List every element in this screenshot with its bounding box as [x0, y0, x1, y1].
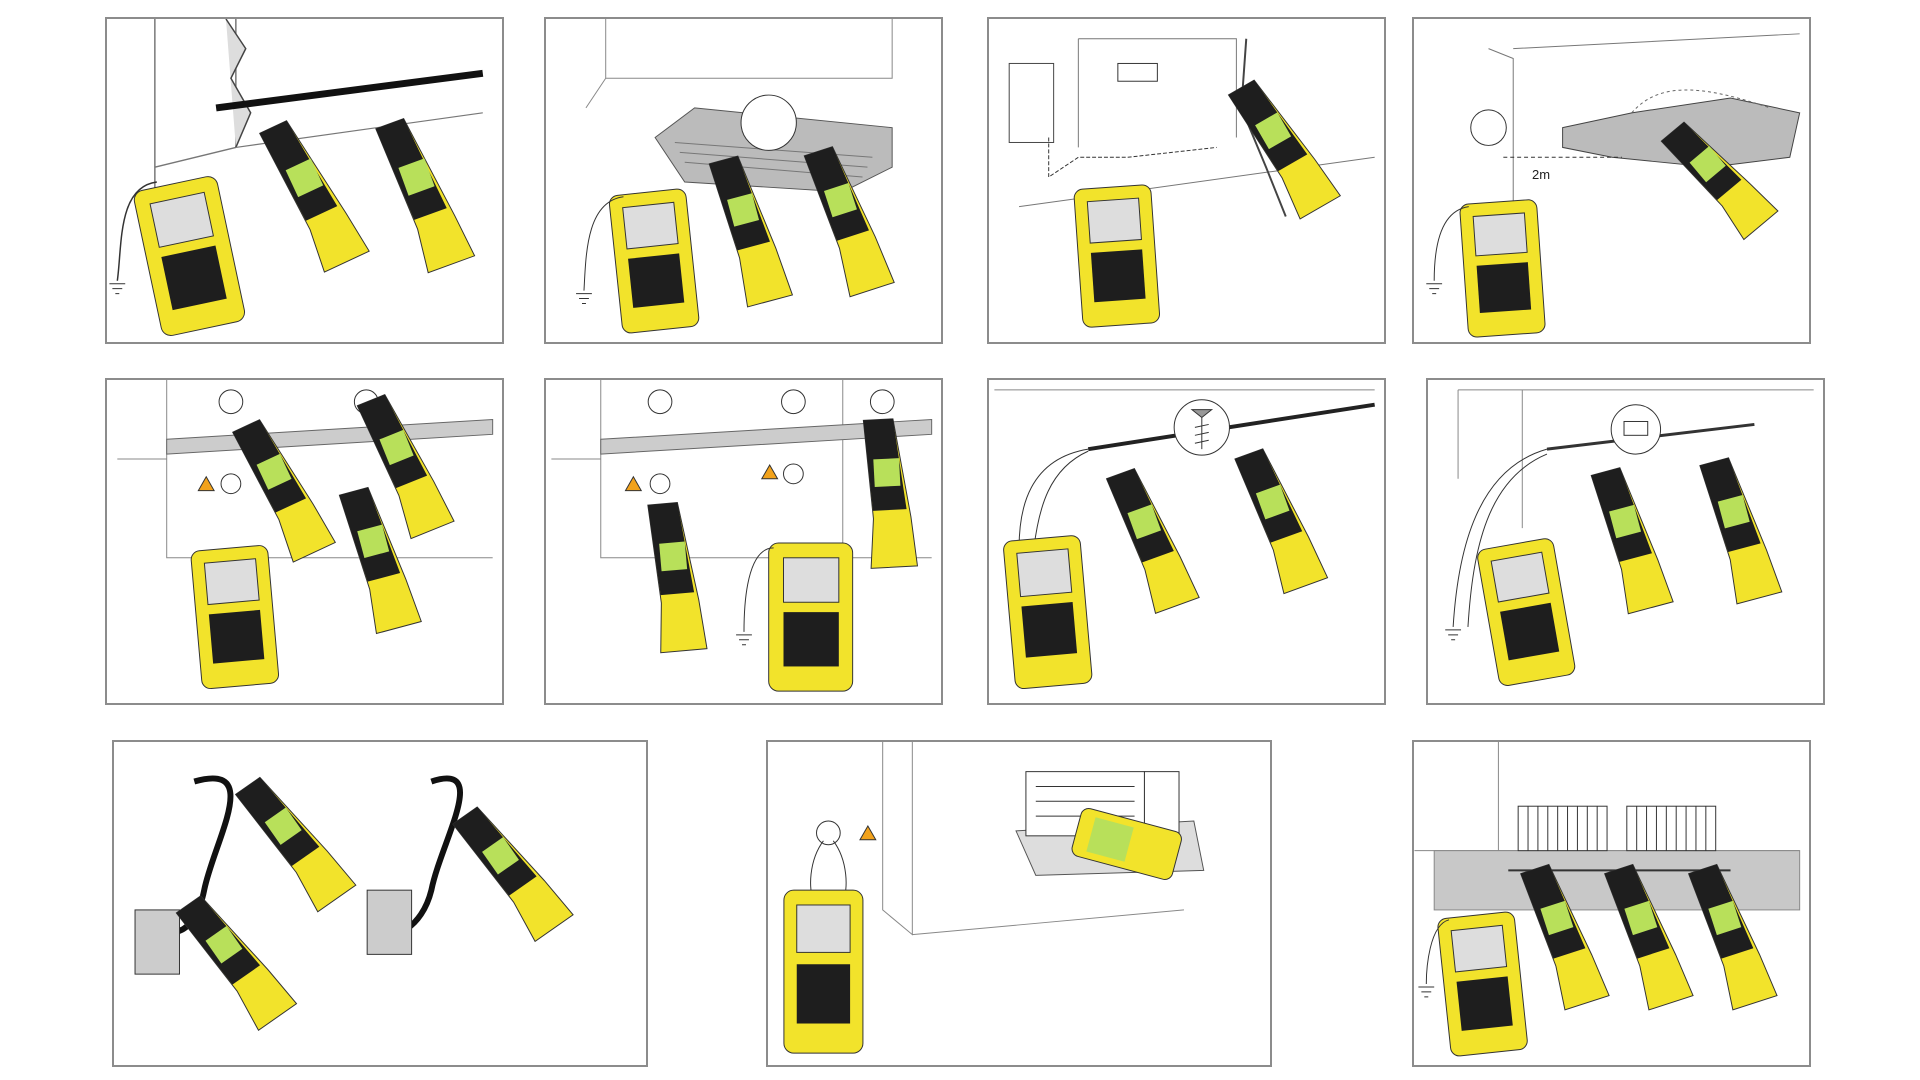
receiver-device — [375, 118, 476, 274]
receiver-device — [234, 776, 357, 913]
ground-symbol-icon — [109, 283, 126, 295]
panel-floor-heating — [544, 17, 943, 344]
power-socket-icon — [366, 889, 413, 955]
receiver-device — [862, 418, 919, 569]
panel-socket-circuit-b — [544, 378, 943, 705]
ground-symbol-icon — [576, 293, 592, 304]
transmitter-device — [1477, 538, 1576, 686]
power-socket-icon — [218, 389, 244, 415]
transmitter-device — [1437, 911, 1528, 1057]
receiver-device — [232, 419, 337, 563]
radiator-icon — [1517, 805, 1608, 852]
panel-wall-wire — [105, 17, 504, 344]
panel-cable-break — [112, 740, 648, 1067]
warning-triangle-icon — [859, 824, 877, 841]
clamp-icon — [1623, 420, 1649, 436]
receiver-device — [452, 806, 574, 943]
panel-depth-measure: 2m — [1412, 17, 1811, 344]
pipe-route-illustration — [1008, 38, 1375, 328]
ground-symbol-icon — [1418, 986, 1435, 998]
ground-symbol-icon — [1445, 629, 1462, 641]
radiator-icon — [1626, 805, 1717, 852]
transmitter-device — [783, 889, 864, 1054]
cable-clamp-illustration — [1445, 389, 1814, 686]
power-socket-icon — [134, 909, 180, 975]
receiver-device — [175, 895, 298, 1031]
receiver-device — [803, 146, 895, 298]
transmitter-device — [133, 176, 246, 337]
power-socket-icon — [220, 473, 242, 495]
socket-circuit-a-illustration — [117, 380, 494, 690]
receiver-device — [356, 394, 455, 540]
fuse-box-illustration — [783, 742, 1205, 1054]
transmitter-device — [1071, 807, 1182, 880]
depth-measure-illustration — [1426, 33, 1801, 338]
transmitter-device — [608, 188, 700, 334]
receiver-device — [1105, 467, 1200, 614]
panel-radiators — [1412, 740, 1811, 1067]
power-socket-icon — [783, 463, 804, 485]
receiver-device — [338, 486, 422, 635]
floor-heating-illustration — [576, 19, 895, 334]
power-socket-icon — [869, 389, 895, 415]
receiver-device — [1687, 863, 1778, 1011]
ground-symbol-icon — [1426, 283, 1443, 295]
warning-triangle-icon — [760, 463, 779, 480]
transmitter-device — [1459, 199, 1546, 338]
power-socket-icon — [816, 820, 841, 846]
warning-triangle-icon — [624, 475, 643, 492]
receiver-device — [647, 501, 708, 654]
panel-fuse-box — [766, 740, 1272, 1067]
power-socket-icon — [649, 473, 671, 495]
panel-cable-screw — [987, 378, 1386, 705]
cable-break-illustration — [134, 775, 574, 1031]
receiver-device — [1603, 863, 1694, 1011]
power-socket-icon — [647, 389, 673, 415]
transmitter-device — [190, 545, 280, 690]
receiver-device — [708, 155, 794, 308]
receiver-device — [1590, 467, 1674, 615]
transmitter-device — [768, 542, 854, 692]
receiver-device — [259, 120, 370, 273]
receiver-device — [1699, 457, 1783, 605]
radiators-illustration — [1414, 742, 1801, 1057]
transmitter-device — [1003, 535, 1093, 690]
panel-cable-clamp — [1426, 378, 1825, 705]
ground-symbol-icon — [736, 634, 752, 646]
socket-circuit-b-illustration — [551, 380, 933, 692]
panel-pipe-route — [987, 17, 1386, 344]
depth-label: 2m — [1532, 167, 1551, 182]
screw-icon — [1190, 409, 1214, 450]
receiver-device — [1520, 863, 1610, 1011]
warning-triangle-icon — [197, 475, 215, 492]
power-socket-icon — [781, 389, 806, 415]
cable-screw-illustration — [994, 389, 1375, 690]
receiver-device — [1660, 121, 1779, 241]
receiver-device — [1227, 79, 1342, 220]
receiver-device — [1234, 448, 1329, 595]
transmitter-device — [1073, 184, 1161, 328]
wall-wire-illustration — [109, 19, 484, 337]
panel-socket-circuit-a — [105, 378, 504, 705]
